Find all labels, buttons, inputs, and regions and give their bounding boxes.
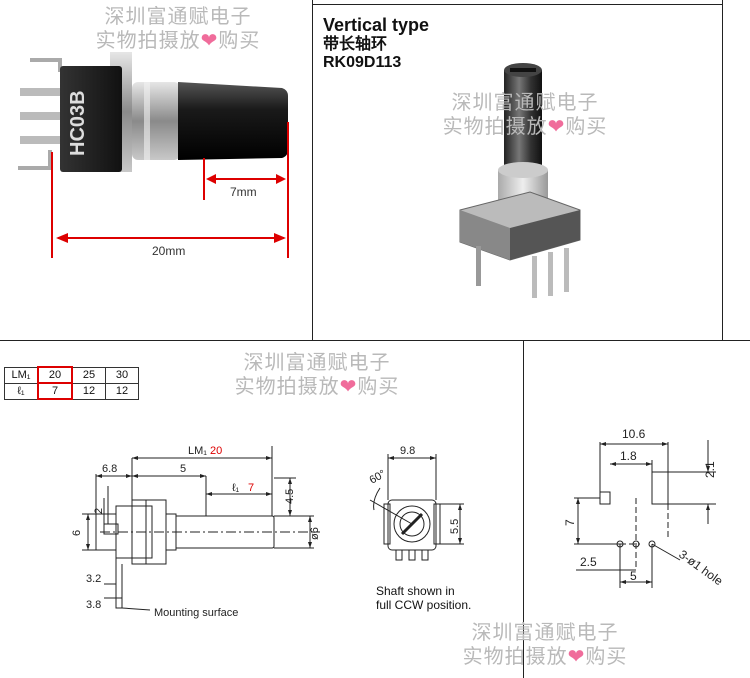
title-block: Vertical type 带长轴环 RK09D113 bbox=[323, 14, 429, 72]
dim-3-2: 3.2 bbox=[86, 573, 101, 585]
dim-2: 2 bbox=[93, 508, 105, 514]
pcb-layout-drawing: 10.6 1.8 2.1 7 2.5 5 3-ø1 hole bbox=[563, 427, 726, 588]
side-view-drawing: LM₁ 20 6.8 5 ℓ₁ 7 4.5 ø6 2 6 3.2 3.8 Mou… bbox=[71, 445, 321, 619]
lm-value: 20 bbox=[210, 445, 222, 457]
dim-hole: 3-ø1 hole bbox=[676, 547, 726, 588]
divider-top-right bbox=[722, 0, 723, 340]
shaft-caption: Shaft shown in full CCW position. bbox=[376, 584, 471, 612]
table-cell-highlight: 20 bbox=[37, 366, 73, 384]
table-cell: LM₁ bbox=[4, 366, 39, 384]
watermark-bottom-left: 深圳富通赋电子 实物拍摄放❤购买 bbox=[212, 350, 422, 398]
table-cell: 30 bbox=[105, 366, 139, 384]
watermark-top-left: 深圳富通赋电子 实物拍摄放❤购买 bbox=[78, 4, 278, 52]
part-marking: HC03B bbox=[67, 90, 89, 156]
watermark-line1: 深圳富通赋电子 bbox=[451, 90, 599, 114]
isometric-potentiometer bbox=[459, 63, 581, 298]
watermark-line2-left: 实物拍摄放 bbox=[95, 28, 201, 52]
divider-horizontal bbox=[0, 340, 750, 341]
table-row: LM₁ 20 25 30 bbox=[4, 366, 139, 384]
watermark-line2-left: 实物拍摄放 bbox=[234, 374, 340, 398]
l-value: 7 bbox=[248, 482, 254, 494]
dim-2-5: 2.5 bbox=[580, 555, 597, 569]
title-vertical-type: Vertical type bbox=[323, 15, 430, 35]
table-cell: 12 bbox=[105, 382, 139, 400]
dim-9-8: 9.8 bbox=[400, 445, 415, 457]
watermark-line1: 深圳富通赋电子 bbox=[104, 4, 252, 28]
lm-label: LM₁ bbox=[188, 445, 207, 457]
watermark-line2-left: 实物拍摄放 bbox=[442, 114, 548, 138]
table-row: ℓ₁ 7 12 12 bbox=[4, 382, 139, 400]
heart-icon: ❤ bbox=[339, 374, 358, 398]
watermark-bottom: 深圳富通赋电子 实物拍摄放❤购买 bbox=[440, 620, 650, 668]
heart-icon: ❤ bbox=[567, 644, 586, 668]
heart-icon: ❤ bbox=[200, 28, 219, 52]
table-cell: 12 bbox=[71, 382, 106, 400]
dim-7mm: 7mm bbox=[230, 185, 257, 199]
table-cell: ℓ₁ bbox=[4, 382, 39, 400]
dim-10-6: 10.6 bbox=[622, 427, 646, 441]
shaft-caption-line1: Shaft shown in bbox=[376, 584, 455, 598]
watermark-line2-right: 购买 bbox=[565, 114, 608, 138]
dim-5-5: 5.5 bbox=[449, 519, 461, 534]
watermark-line2-left: 实物拍摄放 bbox=[462, 644, 568, 668]
dim-7: 7 bbox=[563, 519, 577, 526]
divider-top-vertical bbox=[312, 0, 313, 340]
watermark-line2-right: 购买 bbox=[357, 374, 400, 398]
dim-60deg: 60° bbox=[368, 468, 388, 487]
watermark-line1: 深圳富通赋电子 bbox=[243, 350, 391, 374]
divider-top-right-top bbox=[312, 4, 722, 5]
watermark-top-right: 深圳富通赋电子 实物拍摄放❤购买 bbox=[420, 90, 630, 138]
table-cell: 25 bbox=[71, 366, 106, 384]
watermark-line1: 深圳富通赋电子 bbox=[471, 620, 619, 644]
mounting-surface-label: Mounting surface bbox=[154, 607, 238, 619]
divider-bottom-vertical bbox=[523, 340, 524, 678]
dim-phi6: ø6 bbox=[309, 527, 321, 540]
dim-20mm: 20mm bbox=[152, 244, 185, 258]
dim-5: 5 bbox=[180, 463, 186, 475]
watermark-line2-right: 购买 bbox=[585, 644, 628, 668]
shaft-caption-line2: full CCW position. bbox=[376, 598, 472, 612]
title-model: RK09D113 bbox=[323, 54, 402, 71]
dim-3-8: 3.8 bbox=[86, 599, 101, 611]
dim-6: 6 bbox=[71, 530, 83, 536]
dim-5: 5 bbox=[630, 569, 637, 583]
title-chinese: 带长轴环 bbox=[323, 36, 388, 53]
watermark-line2-right: 购买 bbox=[218, 28, 261, 52]
lm-table: LM₁ 20 25 30 ℓ₁ 7 12 12 bbox=[4, 366, 139, 400]
dim-2-1: 2.1 bbox=[703, 461, 717, 478]
heart-icon: ❤ bbox=[547, 114, 566, 138]
front-view-drawing: 9.8 60° 5.5 bbox=[368, 445, 464, 561]
l-label: ℓ₁ bbox=[232, 482, 240, 494]
table-cell-highlight: 7 bbox=[37, 382, 73, 400]
dim-1-8: 1.8 bbox=[620, 449, 637, 463]
dim-4-5: 4.5 bbox=[284, 489, 296, 504]
dim-6-8: 6.8 bbox=[102, 463, 117, 475]
photo-potentiometer: HC03B 7mm 20mm bbox=[18, 52, 289, 258]
